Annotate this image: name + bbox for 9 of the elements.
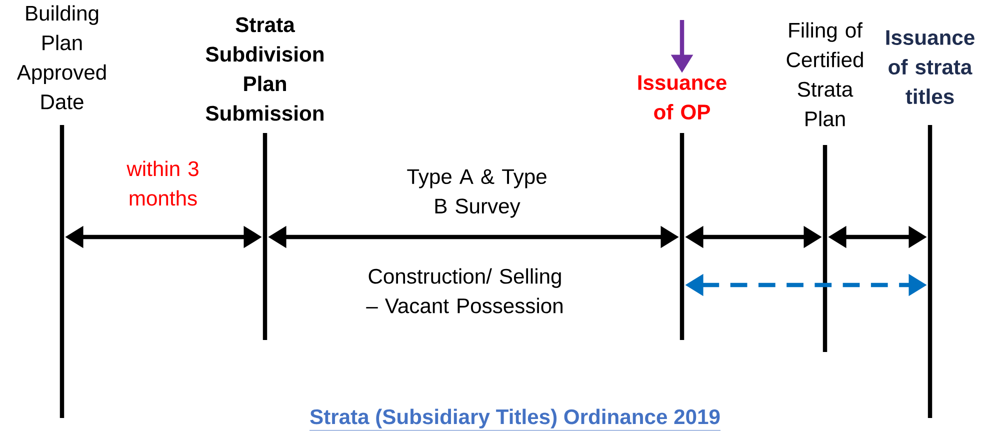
note-text: Construction/ Selling – Vacant Possession	[366, 268, 562, 314]
milestone-label: Filing of Certified Strata Plan	[786, 22, 863, 126]
edge-label: Type A & Type B Survey	[407, 169, 546, 218]
edge-label: within 3 months	[126, 160, 198, 206]
milestone-label: Building Plan Approved Date	[16, 5, 106, 110]
milestone-label: Issuance of strata titles	[886, 30, 974, 104]
milestone-label: Issuance of OP	[638, 75, 726, 120]
caption: Strata (Subsidiary Titles) Ordinance 2019	[309, 408, 721, 431]
milestone-label: Strata Subdivision Plan Submission	[206, 17, 324, 121]
